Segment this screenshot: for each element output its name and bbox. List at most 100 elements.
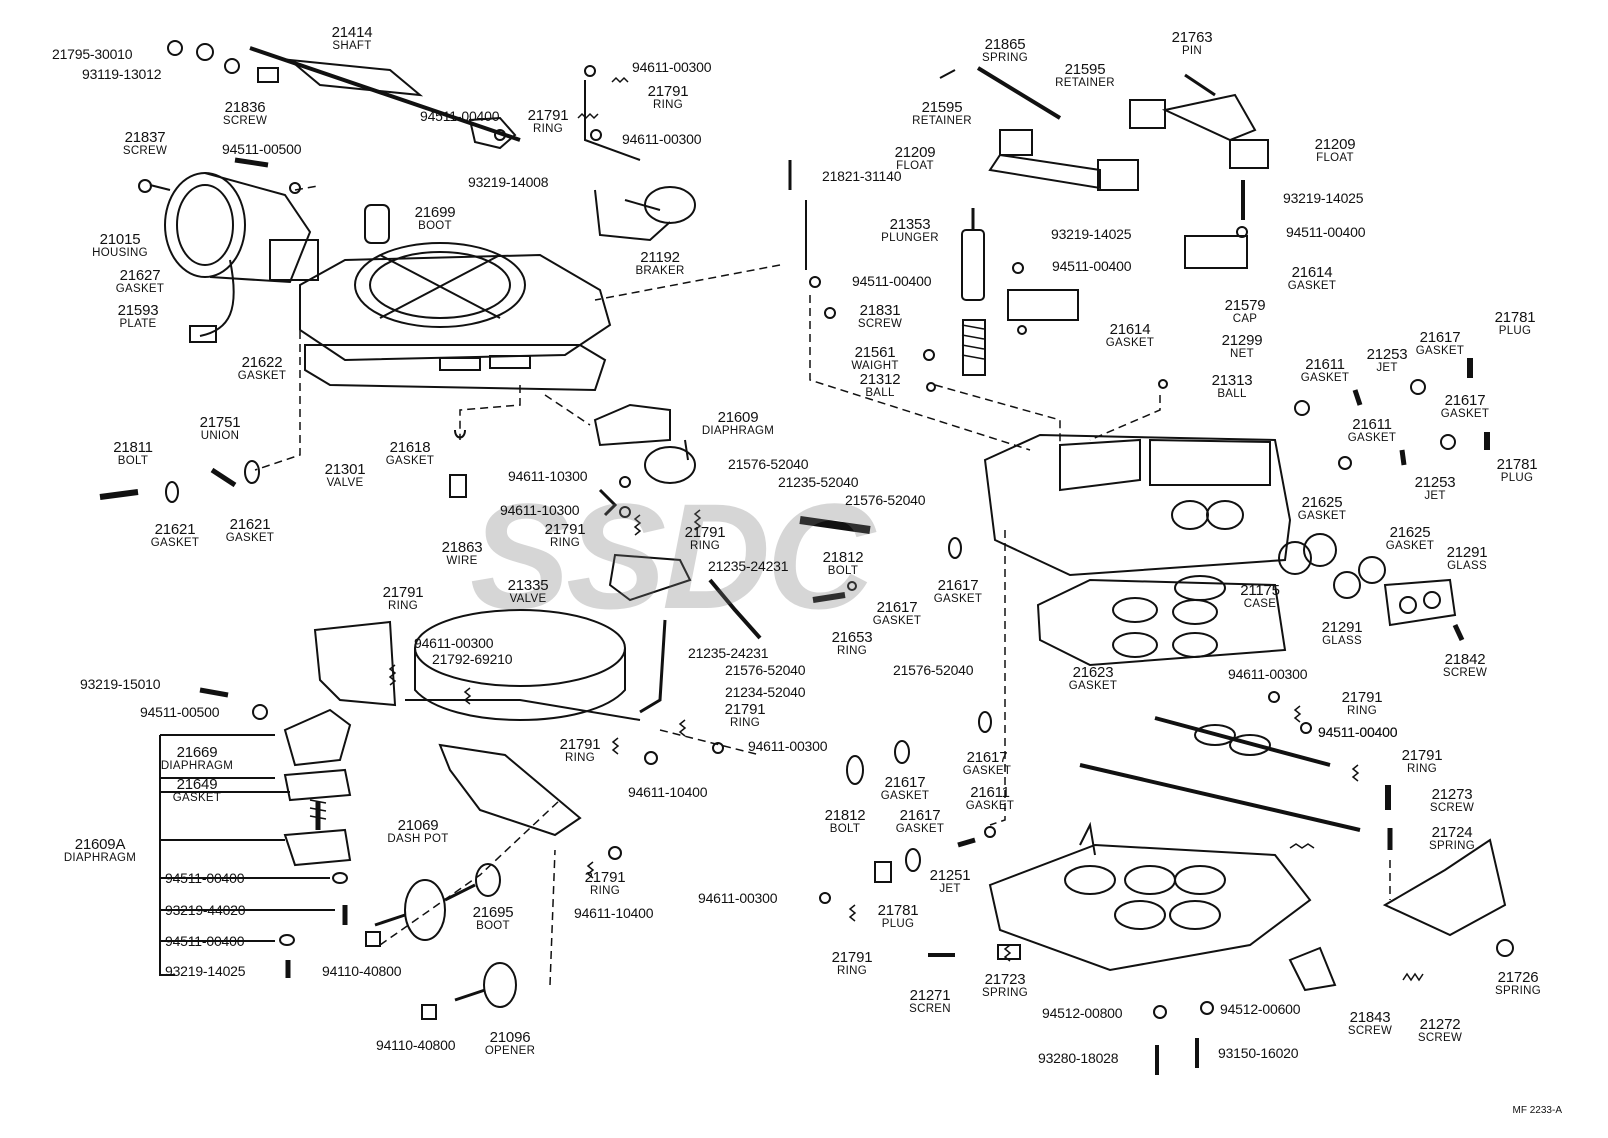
braker-art — [584, 80, 696, 242]
part-number: 21235-24231 — [688, 645, 769, 661]
part-number: 21235-24231 — [708, 558, 789, 574]
part-number: 93150-16020 — [1218, 1045, 1299, 1061]
part-number: 93219-14025 — [1283, 190, 1364, 206]
part-number: 21576-52040 — [728, 456, 809, 472]
part-number: 93219-14008 — [468, 174, 549, 190]
air-horn-art — [299, 204, 612, 392]
part-number: 21234-52040 — [725, 684, 806, 700]
part-number: 94110-40800 — [376, 1037, 456, 1053]
part-number: 94511-00400 — [420, 108, 500, 124]
part-number: 94511-00400 — [1286, 224, 1366, 240]
part-number: 21792-69210 — [432, 651, 513, 667]
part-number: 93280-18028 — [1038, 1050, 1119, 1066]
part-number: 94511-00500 — [140, 704, 220, 720]
shaft-assembly-art — [167, 40, 521, 150]
part-number: 94512-00600 — [1220, 1001, 1301, 1017]
part-number: 94511-00400 — [852, 273, 932, 289]
part-number: 93119-13012 — [82, 66, 162, 82]
part-number: 94611-00300 — [622, 131, 702, 147]
part-number: 93219-15010 — [80, 676, 161, 692]
part-number: 93219-44020 — [165, 902, 246, 918]
part-number: 94611-10400 — [574, 905, 654, 921]
part-number: 94611-10300 — [508, 468, 588, 484]
part-number: 94611-00300 — [414, 635, 494, 651]
part-number: 21235-52040 — [778, 474, 859, 490]
part-number: 93219-14025 — [1051, 226, 1132, 242]
part-number: 94611-10400 — [628, 784, 708, 800]
part-number: 21795-30010 — [52, 46, 133, 62]
part-number: 94611-00300 — [698, 890, 778, 906]
choke-housing-art — [149, 172, 319, 343]
part-number: 94511-00400 — [1318, 724, 1398, 740]
part-number: 94511-00400 — [165, 933, 245, 949]
guide-lines — [254, 185, 1391, 986]
springs-art — [309, 76, 1424, 982]
part-number: 94511-00400 — [165, 870, 245, 886]
part-number: 94512-00800 — [1042, 1005, 1123, 1021]
part-number: 93219-14025 — [165, 963, 246, 979]
part-number: 21576-52040 — [845, 492, 926, 508]
dash-pot-art — [365, 863, 517, 1020]
plunger-art — [788, 160, 986, 376]
